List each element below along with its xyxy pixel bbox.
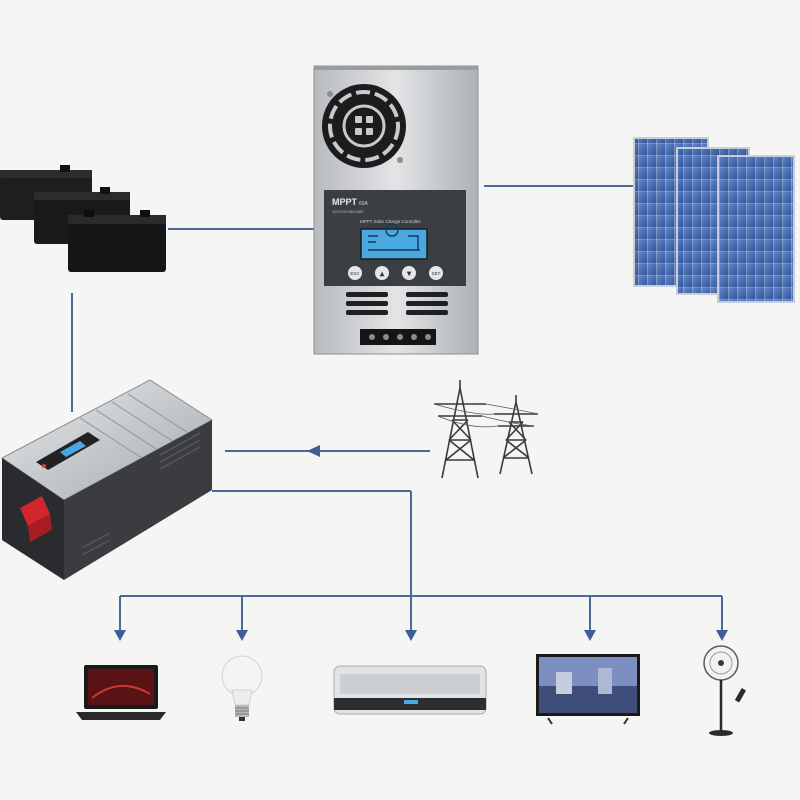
- arrow-fan: [716, 630, 728, 641]
- set-button[interactable]: SET: [429, 266, 443, 280]
- svg-text:SET: SET: [432, 271, 441, 276]
- charge-controller: MPPT 60A 12V/24V/36V/48V MPPT Solar Char…: [313, 65, 479, 355]
- controller-lcd: [360, 228, 428, 260]
- arrow-ac: [405, 630, 417, 641]
- power-lines: [433, 403, 539, 428]
- fan-icon: [703, 645, 746, 736]
- tower-1: [434, 380, 486, 479]
- arrow-laptop: [114, 630, 126, 641]
- controller-terminals: [360, 329, 436, 345]
- television-icon: [536, 654, 640, 725]
- controller-vents: [346, 292, 448, 315]
- inverter-vents: [81, 432, 201, 556]
- connection-lines: [71, 185, 723, 630]
- controller-rating: 60A: [359, 201, 369, 207]
- arrow-bulb: [236, 630, 248, 641]
- svg-text:ESC: ESC: [350, 271, 360, 276]
- inverter-icon: [1, 379, 213, 580]
- tower-2: [494, 395, 538, 475]
- transmission-tower-icon: [433, 380, 539, 479]
- solar-panel-icon: [633, 137, 795, 303]
- battery-3: [68, 210, 166, 272]
- inverter-display: [36, 432, 100, 470]
- svg-text:▲: ▲: [380, 271, 385, 278]
- svg-text:▼: ▼: [407, 271, 412, 278]
- arrow-tv: [584, 630, 596, 641]
- controller-voltage: 12V/24V/36V/48V: [332, 209, 364, 214]
- arrow-heads: [114, 445, 728, 641]
- solar-panel-3: [717, 155, 795, 303]
- controller-title: MPPT Solar Charge Controller: [360, 219, 421, 224]
- fan-grille-icon: [322, 84, 406, 168]
- down-button[interactable]: ▼: [402, 266, 416, 280]
- controller-brand: MPPT: [332, 197, 358, 207]
- arrow-grid-inverter: [307, 445, 320, 457]
- battery-icon: [0, 165, 166, 272]
- light-bulb-icon: [221, 655, 263, 721]
- fan-remote-icon: [735, 688, 746, 703]
- laptop-icon: [76, 665, 166, 720]
- air-conditioner-icon: [333, 665, 487, 715]
- controller-buttons: ESC ▲ ▼ SET: [348, 266, 443, 280]
- up-button[interactable]: ▲: [375, 266, 389, 280]
- esc-button[interactable]: ESC: [348, 266, 362, 280]
- inverter-red-breaker: [20, 496, 52, 542]
